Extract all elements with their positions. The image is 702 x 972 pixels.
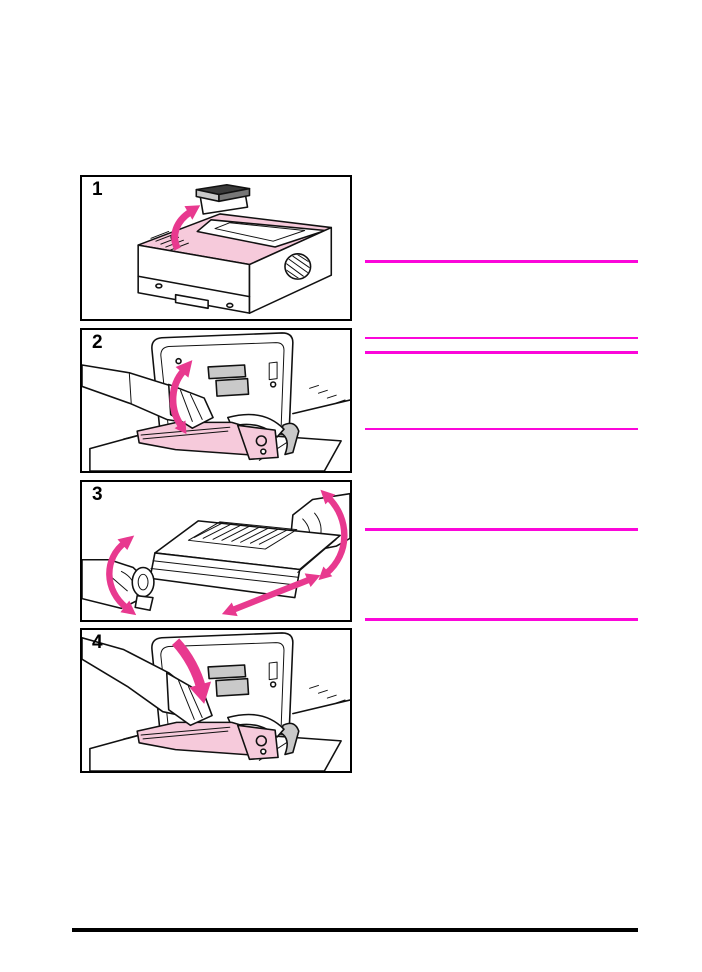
slide-arrow-icon	[230, 576, 312, 614]
step-number: 1	[92, 179, 103, 200]
step-4-figure-panel: 4	[80, 628, 352, 773]
footer-rule	[72, 928, 638, 932]
rock-cartridge-illustration	[82, 489, 350, 617]
note-rule-top-1	[365, 260, 638, 263]
paper-tray	[137, 275, 251, 298]
side-vent	[284, 253, 312, 280]
step-number: 3	[92, 484, 103, 505]
note-rule-bottom-3	[365, 618, 638, 621]
note-rule-bottom-2	[365, 428, 638, 430]
note-rule-top-3	[365, 528, 638, 531]
step-2-figure-panel: 2	[80, 328, 352, 473]
printer-closed-illustration	[137, 184, 333, 314]
note-rule-top-2	[365, 351, 638, 354]
rock-arrow-left-icon	[106, 539, 130, 611]
insert-arrow-icon	[171, 638, 206, 690]
rock-arrow-right-icon	[324, 495, 348, 576]
note-rule-bottom-1	[365, 337, 638, 339]
step-1-figure-panel: 1	[80, 175, 352, 321]
step-number: 2	[92, 332, 103, 353]
insert-cartridge-illustration	[82, 632, 350, 771]
step-number: 4	[92, 632, 103, 653]
step-3-figure-panel: 3	[80, 480, 352, 622]
remove-cartridge-illustration	[82, 332, 350, 471]
lift-arrow-icon	[169, 367, 188, 429]
open-cover-arrow-icon	[171, 209, 193, 251]
